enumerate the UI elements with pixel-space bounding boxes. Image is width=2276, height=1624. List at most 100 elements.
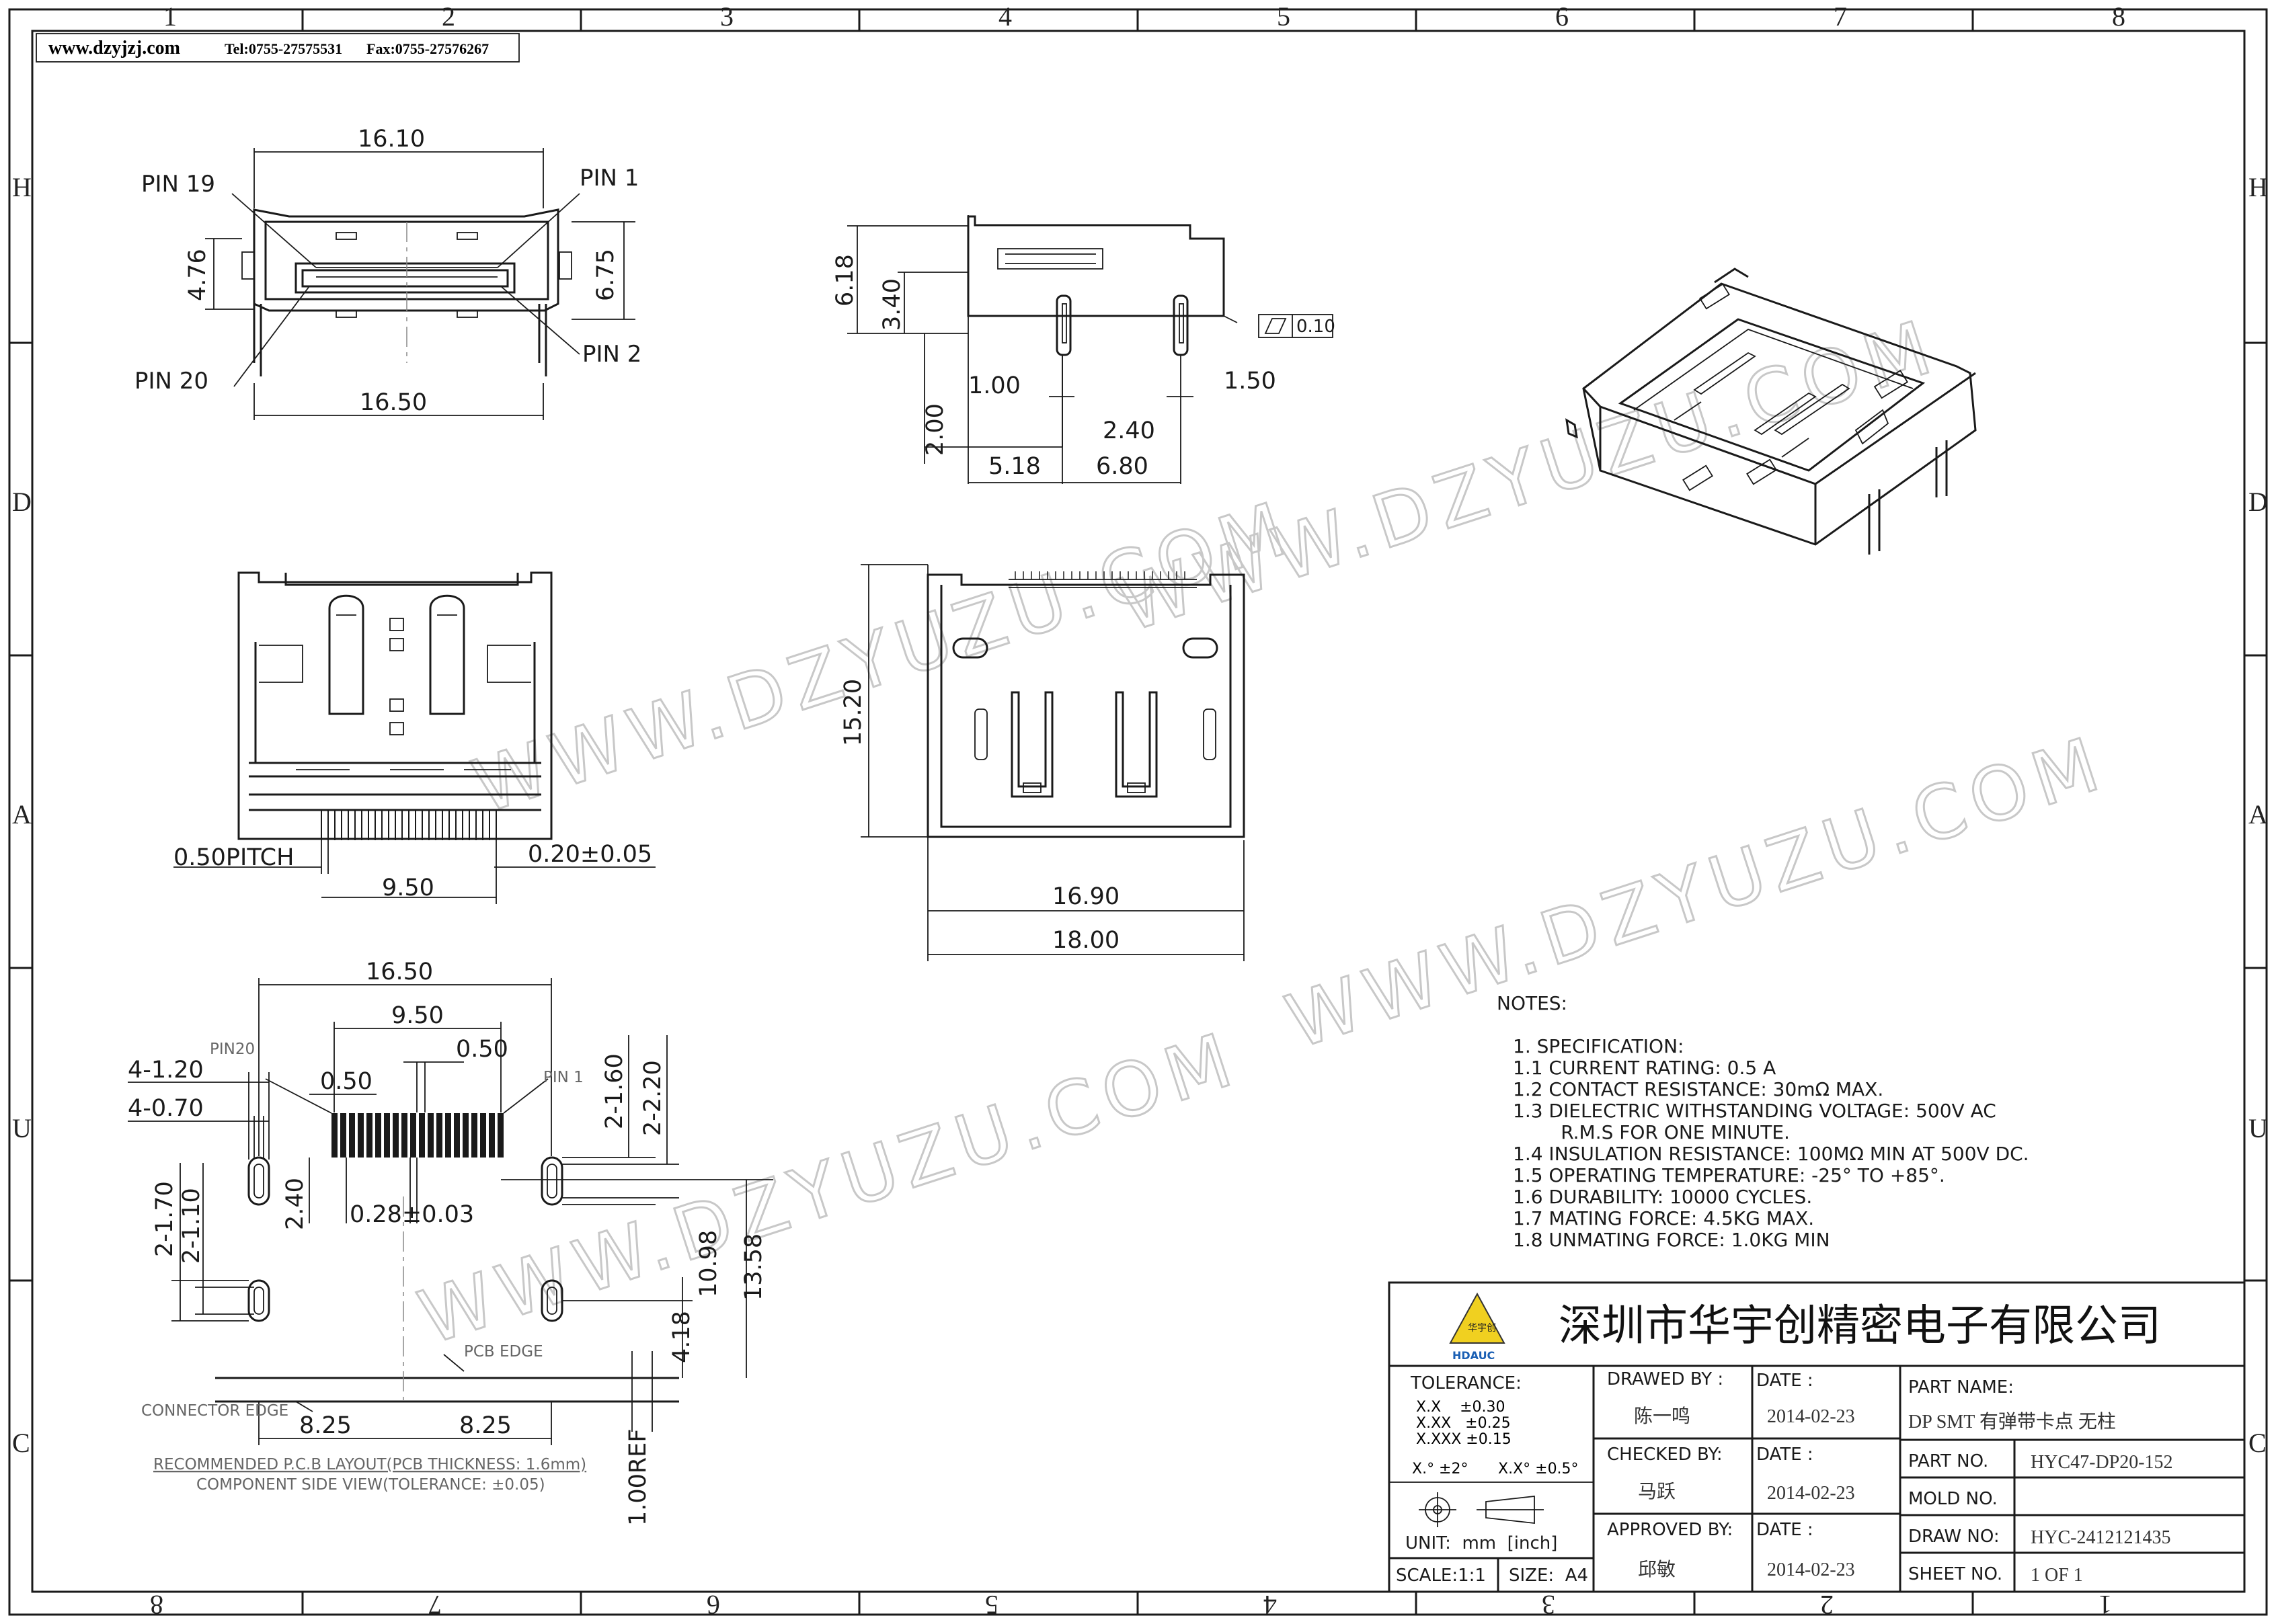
top-dim-15-20: 15.20 xyxy=(840,679,867,746)
pcb-edge-label: PCB EDGE xyxy=(464,1343,543,1361)
watermark-text-4: WWW.DZYUZU.COM xyxy=(409,1015,1249,1361)
front-pin19-label: PIN 19 xyxy=(141,171,215,198)
tolerance-label: TOLERANCE: xyxy=(1410,1373,1522,1393)
logo-en: HDAUC xyxy=(1452,1349,1495,1362)
note-line-10: 1.8 UNMATING FORCE: 1.0KG MIN xyxy=(1513,1229,1830,1251)
pcb-dim-1-00-ref: 1.00REF xyxy=(625,1429,652,1527)
pcb-pin20-label: PIN20 xyxy=(210,1041,255,1058)
date-label-2: DATE : xyxy=(1756,1445,1813,1465)
grid-row-right-C: C xyxy=(2248,1428,2267,1458)
pcb-dim-0-50-b: 0.50 xyxy=(320,1068,372,1095)
tol-xxx: X.XXX ±0.15 xyxy=(1416,1431,1512,1448)
logo-cn: 华宇创 xyxy=(1468,1323,1496,1334)
grid-col-bottom-3: 3 xyxy=(1542,1590,1555,1620)
note-line-3: 1.2 CONTACT RESISTANCE: 30mΩ MAX. xyxy=(1513,1078,1883,1100)
connector-edge-label: CONNECTOR EDGE xyxy=(141,1402,288,1420)
pcb-dim-2-40: 2.40 xyxy=(282,1178,309,1230)
checker-name: 马跃 xyxy=(1638,1481,1676,1502)
pcb-dim-2-1-60: 2-1.60 xyxy=(601,1053,628,1129)
pcb-dim-8-25-b: 8.25 xyxy=(459,1412,512,1439)
company-name: 深圳市华宇创精密电子有限公司 xyxy=(1559,1301,2161,1351)
drawed-by-label: DRAWED BY : xyxy=(1607,1369,1723,1389)
grid-row-right-A: A xyxy=(2248,799,2268,829)
note-line-8: 1.6 DURABILITY: 10000 CYCLES. xyxy=(1513,1186,1812,1208)
draw-no-label: DRAW NO: xyxy=(1908,1527,2000,1547)
isometric-view xyxy=(1565,268,1977,555)
grid-row-right-U: U xyxy=(2248,1113,2268,1143)
grid-col-bottom-4: 4 xyxy=(1263,1590,1277,1620)
side-dim-6-18: 6.18 xyxy=(832,254,859,307)
grid-col-4: 4 xyxy=(998,1,1012,32)
grid-row-left-H: H xyxy=(12,172,32,202)
grid-col-2: 2 xyxy=(442,1,455,32)
unit-label: UNIT: mm [inch] xyxy=(1405,1533,1557,1553)
grid-col-bottom-5: 5 xyxy=(985,1590,998,1620)
grid-ticks xyxy=(9,9,2267,1615)
grid-col-3: 3 xyxy=(720,1,734,32)
grid-col-bottom-1: 1 xyxy=(2098,1590,2112,1620)
watermark-text-2: WWW.DZYUZU.COM xyxy=(463,484,1302,830)
front-dim-16-10: 16.10 xyxy=(358,126,425,153)
bottom-dim-9-50: 9.50 xyxy=(382,875,434,901)
bottom-view xyxy=(173,571,656,904)
header-box xyxy=(36,33,520,63)
grid-col-1: 1 xyxy=(163,1,177,32)
part-no-value: HYC47-DP20-152 xyxy=(2031,1452,2173,1473)
pcb-dim-16-50: 16.50 xyxy=(366,959,433,985)
grid-row-left-U: U xyxy=(12,1113,32,1143)
size-label: SIZE: A4 xyxy=(1509,1566,1588,1586)
grid-col-5: 5 xyxy=(1277,1,1290,32)
pcb-dim-13-58: 13.58 xyxy=(740,1233,767,1301)
header-tel: Tel:0755-27575531 xyxy=(225,40,342,57)
mold-no-label: MOLD NO. xyxy=(1908,1489,1998,1509)
tol-angle-2: X.X° ±0.5° xyxy=(1498,1461,1579,1477)
side-dim-5-18: 5.18 xyxy=(988,453,1041,480)
pcb-layout-view xyxy=(128,978,773,1445)
part-no-label: PART NO. xyxy=(1908,1451,1988,1471)
pcb-dim-8-25-a: 8.25 xyxy=(299,1412,352,1439)
grid-row-left-A: A xyxy=(12,799,32,829)
note-line-6: 1.4 INSULATION RESISTANCE: 100MΩ MIN AT … xyxy=(1513,1143,2029,1165)
side-dim-2-00: 2.00 xyxy=(922,403,949,456)
front-pin2-label: PIN 2 xyxy=(582,341,641,368)
grid-row-right-D: D xyxy=(2248,487,2268,517)
watermark-text-1: WWW.DZYUZU.COM xyxy=(1108,302,1948,649)
pcb-dim-2-2-20: 2-2.20 xyxy=(639,1060,666,1136)
header-fax: Fax:0755-27576267 xyxy=(366,40,489,57)
front-pin1-label: PIN 1 xyxy=(580,165,639,192)
side-dim-2-40: 2.40 xyxy=(1103,417,1155,444)
pcb-dim-4-18: 4.18 xyxy=(668,1311,695,1363)
checked-by-label: CHECKED BY: xyxy=(1607,1445,1723,1465)
pcb-dim-10-98: 10.98 xyxy=(695,1230,722,1297)
grid-col-8: 8 xyxy=(2112,1,2125,32)
side-dim-1-50: 1.50 xyxy=(1224,368,1276,395)
part-name-value: DP SMT 有弹带卡点 无柱 xyxy=(1908,1411,2116,1432)
date-3: 2014-02-23 xyxy=(1767,1559,1855,1580)
top-dim-16-90: 16.90 xyxy=(1052,883,1120,910)
note-line-1: 1. SPECIFICATION: xyxy=(1513,1035,1684,1057)
grid-col-bottom-2: 2 xyxy=(1820,1590,1834,1620)
top-view xyxy=(861,564,1245,961)
note-line-5: R.M.S FOR ONE MINUTE. xyxy=(1513,1121,1790,1143)
note-line-4: 1.3 DIELECTRIC WITHSTANDING VOLTAGE: 500… xyxy=(1513,1100,1996,1122)
side-dim-1-00: 1.00 xyxy=(968,372,1021,399)
bottom-dim-tolerance: 0.20±0.05 xyxy=(528,841,652,868)
title-block xyxy=(1388,1281,2246,1593)
tol-angle-1: X.° ±2° xyxy=(1412,1461,1468,1477)
watermark-group: WWW.DZYUZU.COM WWW.DZYUZU.COM WWW.DZYUZU… xyxy=(408,302,2117,1363)
front-view xyxy=(205,148,635,420)
sheet-no-label: SHEET NO. xyxy=(1908,1564,2002,1584)
front-dim-4-76: 4.76 xyxy=(184,249,211,301)
note-line-7: 1.5 OPERATING TEMPERATURE: -25° TO +85°. xyxy=(1513,1164,1945,1186)
pcb-dim-4-0-70: 4-0.70 xyxy=(128,1095,204,1122)
pcb-dim-4-1-20: 4-1.20 xyxy=(128,1057,204,1084)
watermark-text-3: WWW.DZYUZU.COM xyxy=(1276,719,2116,1065)
pcb-dim-0-50-a: 0.50 xyxy=(456,1036,508,1063)
drawer-name: 陈一鸣 xyxy=(1634,1406,1690,1427)
approved-by-label: APPROVED BY: xyxy=(1607,1520,1733,1540)
grid-col-bottom-8: 8 xyxy=(150,1590,163,1620)
grid-row-left-D: D xyxy=(12,487,32,517)
front-dim-6-75: 6.75 xyxy=(592,249,619,301)
sheet-no-value: 1 OF 1 xyxy=(2031,1565,2083,1586)
front-pin20-label: PIN 20 xyxy=(134,368,208,395)
